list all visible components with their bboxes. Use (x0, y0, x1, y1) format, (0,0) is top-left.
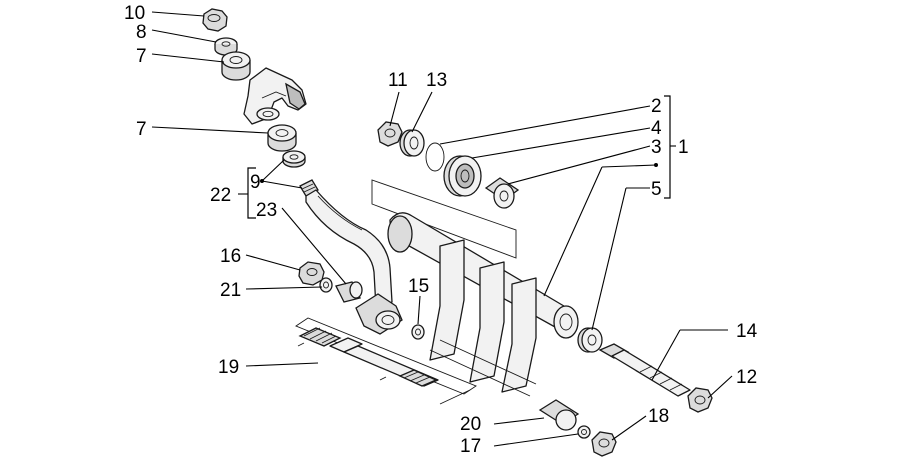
yoke-bracket (243, 67, 307, 125)
callout-labels: 10 8 7 7 9 22 23 16 21 19 11 13 2 4 3 1 … (124, 3, 758, 457)
callout-21: 21 (220, 280, 241, 301)
part-11-nut (377, 121, 403, 147)
bracket-22 (238, 167, 264, 219)
callout-18: 18 (648, 406, 669, 427)
part-20-spacer (538, 399, 580, 431)
callout-5: 5 (651, 179, 662, 200)
part-9-washer (282, 150, 306, 168)
callout-7-bottom: 7 (136, 119, 147, 140)
part-1-swingarm (371, 179, 579, 397)
part-10-nut (202, 8, 228, 32)
bracket-1 (654, 95, 676, 199)
part-2-circlip (425, 142, 445, 172)
part-19-bolt (295, 317, 477, 405)
part-12-nut (687, 387, 713, 413)
callout-20: 20 (460, 414, 481, 435)
callout-7-top: 7 (136, 46, 147, 67)
part-23-curved-lever (299, 179, 403, 335)
callout-12: 12 (736, 367, 757, 388)
leader-lines (151, 11, 733, 447)
part-21-washer (319, 277, 333, 293)
callout-19: 19 (218, 357, 239, 378)
callout-17: 17 (460, 436, 481, 457)
part-18-nut (591, 431, 617, 457)
part-7-bushing-bottom (267, 124, 297, 152)
callout-16: 16 (220, 246, 241, 267)
callout-3: 3 (651, 137, 662, 158)
callout-9: 9 (250, 172, 261, 193)
callout-14: 14 (736, 321, 758, 342)
callout-13: 13 (426, 70, 447, 91)
part-4-bearing (443, 155, 482, 197)
part-14-bolt (598, 343, 691, 397)
callout-4: 4 (651, 118, 662, 139)
callout-22: 22 (210, 185, 231, 206)
part-7-bushing-top (221, 51, 251, 81)
callout-23: 23 (256, 200, 277, 221)
part-21-spacer (335, 281, 363, 303)
callout-10: 10 (124, 3, 145, 24)
part-17-washer (577, 425, 591, 439)
callout-8: 8 (136, 22, 147, 43)
part-13-bearing (399, 129, 425, 157)
callout-1: 1 (678, 137, 689, 158)
part-5-bushing (577, 327, 603, 353)
part-3-bushing (484, 177, 520, 209)
callout-2: 2 (651, 96, 662, 117)
callout-11: 11 (388, 70, 408, 91)
part-15-washer (411, 324, 425, 340)
callout-15: 15 (408, 276, 429, 297)
